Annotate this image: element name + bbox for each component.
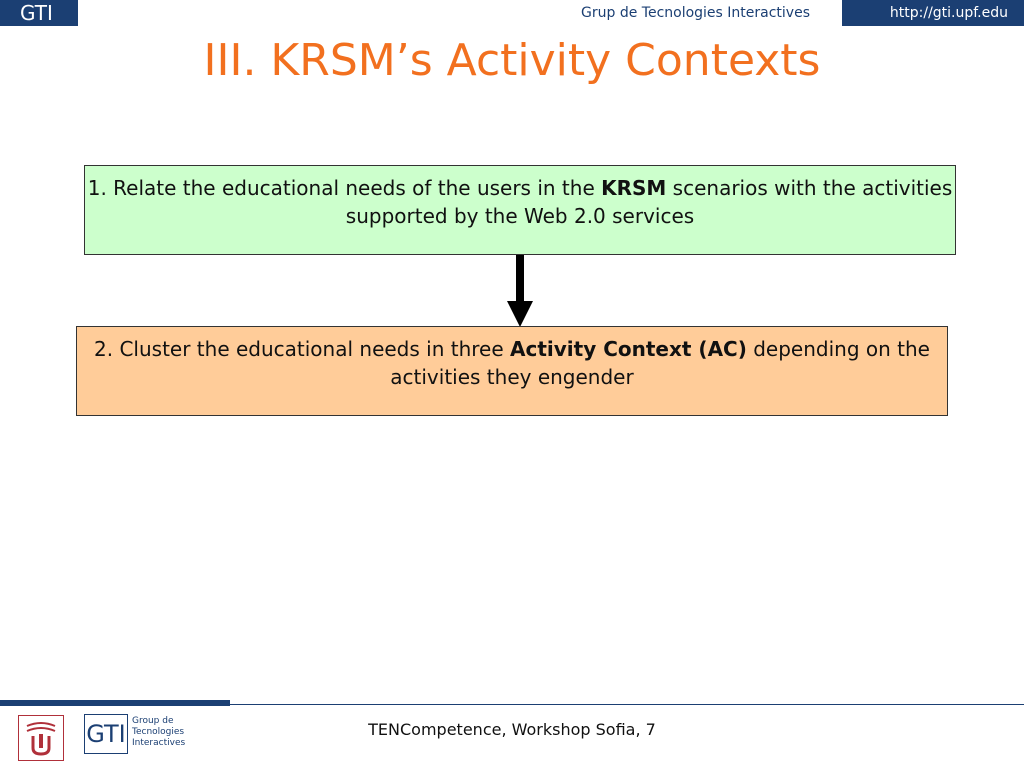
step1-text-post: scenarios with the activities supported … bbox=[345, 176, 953, 228]
header-center: Grup de Tecnologies Interactives bbox=[78, 0, 842, 26]
footer-text: TENCompetence, Workshop Sofia, 7 bbox=[368, 720, 656, 739]
step2-text-bold: Activity Context (AC) bbox=[510, 337, 747, 361]
step-box-1: 1. Relate the educational needs of the u… bbox=[84, 165, 956, 255]
step-box-2: 2. Cluster the educational needs in thre… bbox=[76, 326, 948, 416]
gti-logo-line2: Tecnologies bbox=[132, 727, 185, 737]
gti-logo: GTI Group de Tecnologies Interactives bbox=[84, 714, 185, 754]
header-gti-label: GTI bbox=[20, 1, 53, 25]
top-bar: GTI Grup de Tecnologies Interactives htt… bbox=[0, 0, 1024, 26]
gti-logo-line1: Group de bbox=[132, 716, 174, 726]
slide-title: III. KRSM’s Activity Contexts bbox=[203, 35, 821, 86]
gti-logo-line3: Interactives bbox=[132, 738, 186, 748]
gti-logo-subtitle: Group de Tecnologies Interactives bbox=[132, 716, 185, 749]
step2-text-post: depending on the activities they engende… bbox=[390, 337, 930, 389]
footer-bar-thin bbox=[230, 704, 1024, 705]
step1-text-bold: KRSM bbox=[601, 176, 667, 200]
header-center-label: Grup de Tecnologies Interactives bbox=[581, 5, 810, 21]
step1-text-pre: 1. Relate the educational needs of the u… bbox=[87, 176, 602, 200]
upf-seal-icon bbox=[18, 715, 64, 761]
gti-logo-letters: GTI bbox=[84, 714, 128, 754]
footer-bar-thick bbox=[0, 700, 230, 706]
step2-text-pre: 2. Cluster the educational needs in thre… bbox=[94, 337, 511, 361]
header-url[interactable]: http://gti.upf.edu bbox=[889, 5, 1008, 21]
down-arrow-icon bbox=[507, 255, 533, 327]
